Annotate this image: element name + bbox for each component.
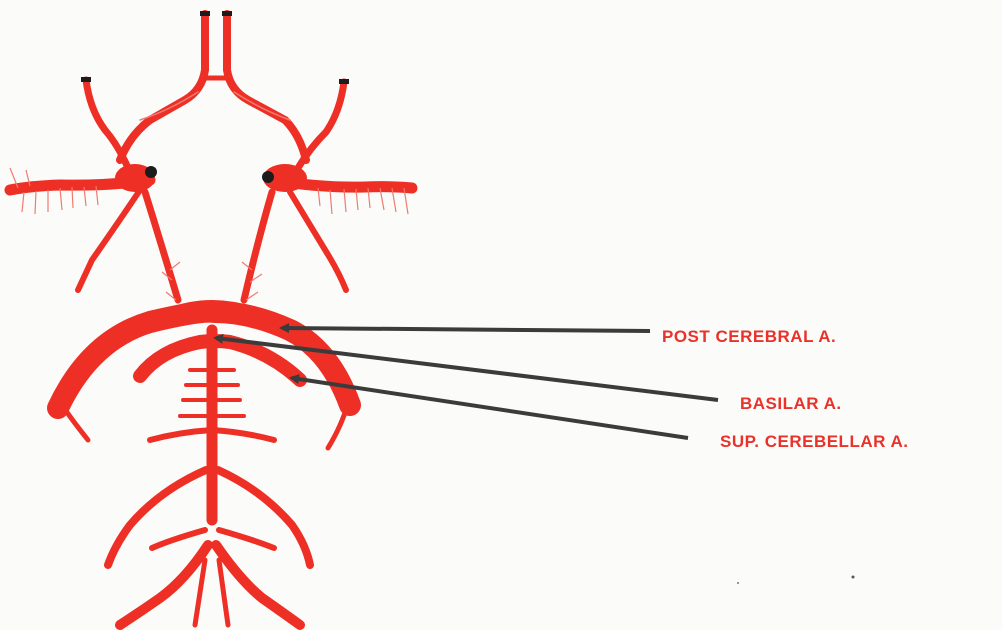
posterior-cerebral-end-right bbox=[328, 403, 348, 448]
label-sup-cerebellar: SUP. CEREBELLAR A. bbox=[720, 432, 908, 452]
posterior-cerebral-artery-arch bbox=[58, 312, 350, 408]
anterior-choroidal-right bbox=[290, 192, 346, 290]
anterior-cerebral-artery-left bbox=[120, 14, 205, 160]
posterior-cerebral-arch-hump bbox=[170, 310, 255, 318]
arrows bbox=[216, 328, 718, 438]
pica-right bbox=[219, 530, 274, 548]
speck bbox=[737, 582, 739, 584]
aica-right bbox=[212, 430, 274, 440]
cut-end-aca-left bbox=[200, 11, 210, 16]
posterior-communicating-artery-right bbox=[244, 192, 272, 300]
artery-network bbox=[10, 14, 412, 625]
arrow-post-cerebral bbox=[282, 328, 650, 331]
anterior-cerebral-artery-right bbox=[227, 14, 306, 160]
lower-branch-left bbox=[108, 470, 206, 565]
cut-end-carotid-left bbox=[145, 166, 157, 178]
cut-end-aca-right bbox=[222, 11, 232, 16]
label-basilar: BASILAR A. bbox=[740, 394, 842, 414]
posterior-communicating-artery-left bbox=[145, 192, 178, 300]
pica-left bbox=[152, 530, 205, 548]
posterior-cerebral-end-left bbox=[62, 405, 88, 440]
cut-end-carotid-right bbox=[262, 171, 274, 183]
aica-left bbox=[150, 430, 212, 440]
anterior-spinal-artery bbox=[195, 560, 228, 625]
cut-end-orbital-right bbox=[339, 79, 349, 84]
orbital-branch-right bbox=[298, 82, 344, 168]
anterior-choroidal-left bbox=[78, 190, 140, 290]
speck bbox=[852, 576, 855, 579]
cut-end-orbital-left bbox=[81, 77, 91, 82]
label-post-cerebral: POST CEREBRAL A. bbox=[662, 327, 836, 347]
orbital-branch-left bbox=[86, 80, 128, 168]
lower-branch-right bbox=[218, 470, 310, 565]
